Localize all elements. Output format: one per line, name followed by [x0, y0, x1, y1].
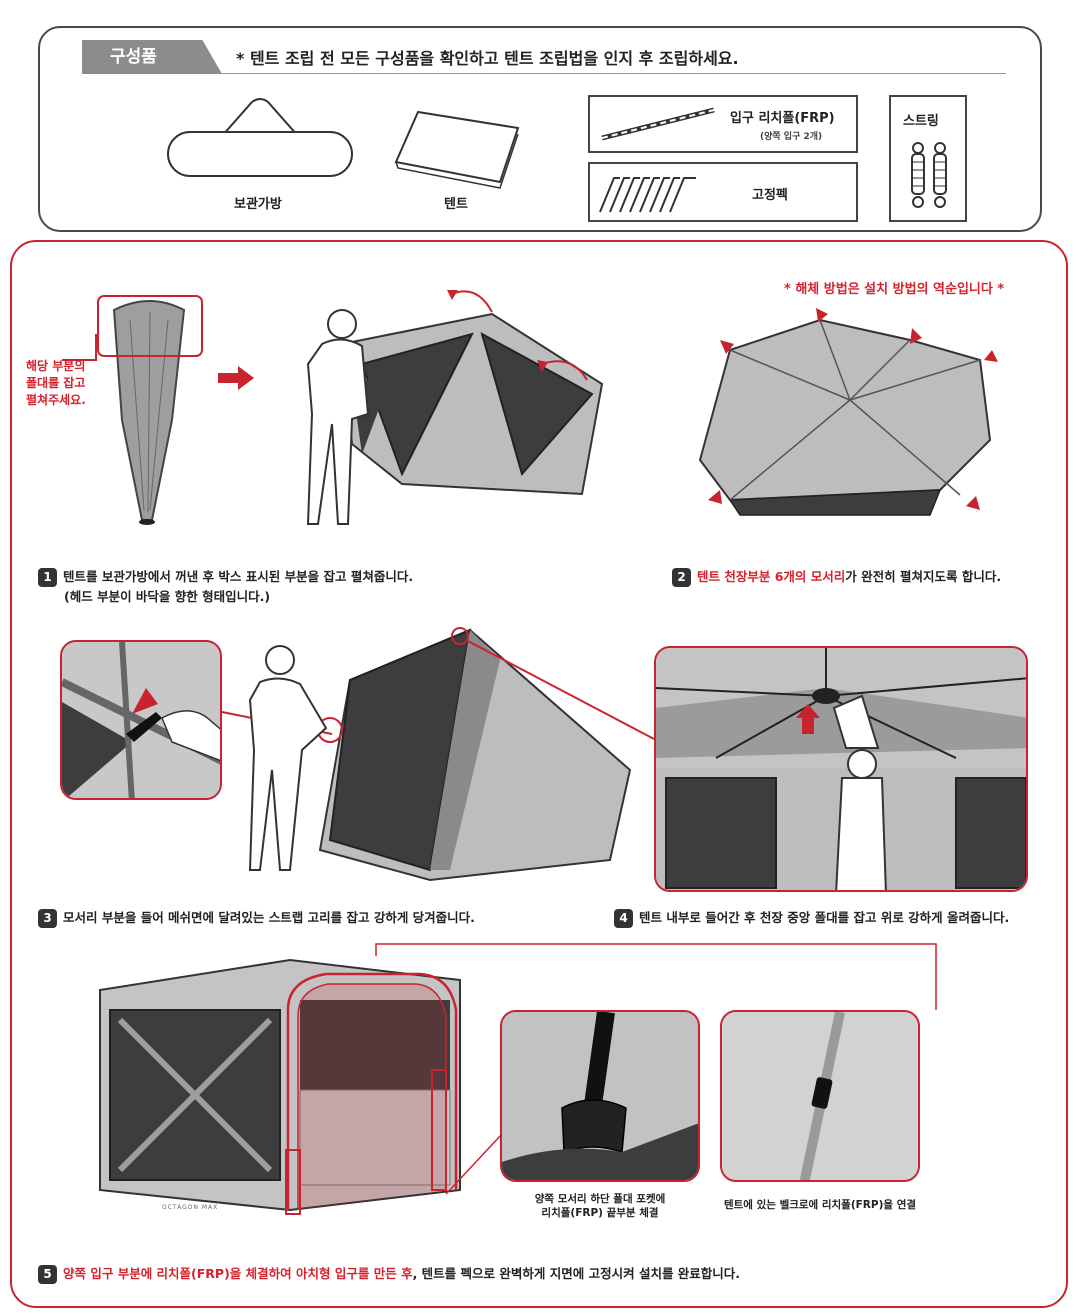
next-arrow	[218, 366, 254, 390]
step2-highlight: 텐트 천장부분 6개의 모서리	[697, 569, 846, 584]
step5-tent-illustration	[99, 958, 461, 1215]
step2-number: 2	[672, 568, 691, 587]
frp-sub-label: (양쪽 입구 2개)	[760, 132, 823, 142]
step4-ceiling-detail	[654, 646, 1028, 892]
storage-bag-illustration	[167, 98, 353, 177]
frp-label: 입구 리치폴(FRP)	[730, 111, 835, 126]
tent-label: 텐트	[444, 197, 468, 212]
velcro-detail-illustration	[722, 1012, 918, 1180]
step1-instruction: 텐트를 보관가방에서 꺼낸 후 박스 표시된 부분을 잡고 펼쳐줍니다.	[63, 569, 414, 584]
steps-panel	[10, 240, 1068, 1308]
step5-connectors	[375, 943, 937, 1195]
step4-instruction: 텐트 내부로 들어간 후 천장 중앙 폴대를 잡고 위로 강하게 올려줍니다.	[639, 910, 1010, 925]
pocket-detail	[500, 1010, 700, 1182]
velcro-caption: 텐트에 있는 벨크로에 리치폴(FRP)을 연결	[723, 1199, 917, 1211]
frp-pole-icon	[601, 107, 715, 141]
velcro-detail	[720, 1010, 920, 1182]
spring-box	[889, 95, 967, 222]
step3-tent-illustration	[248, 627, 632, 882]
components-panel	[38, 26, 1042, 232]
step5-instruction: , 텐트를 펙으로 완벽하게 지면에 고정시켜 설치를 완료합니다.	[412, 1266, 741, 1281]
pocket-caption-line: 양쪽 모서리 하단 폴대 포켓에	[534, 1193, 666, 1205]
strap-detail-illustration	[62, 642, 220, 798]
step4-connector	[465, 639, 657, 741]
pocket-caption-line: 리치폴(FRP) 끝부분 체결	[541, 1207, 659, 1219]
step1-unfold-illustration	[306, 290, 604, 525]
spring-label: 스트링	[903, 114, 939, 129]
step4-number: 4	[614, 909, 633, 928]
dismantle-note: * 해체 방법은 설치 방법의 역순입니다 *	[784, 282, 1005, 297]
folded-tent-illustration	[394, 110, 520, 189]
ceiling-pole-illustration	[656, 648, 1026, 890]
bag-label: 보관가방	[234, 197, 282, 212]
step2-text: 2 텐트 천장부분 6개의 모서리가 완전히 펼쳐지도록 합니다.	[672, 566, 1001, 587]
step2-instruction: 가 완전히 펼쳐지도록 합니다.	[845, 569, 1002, 584]
components-note: * 텐트 조립 전 모든 구성품을 확인하고 텐트 조립법을 인지 후 조립하세…	[236, 49, 739, 68]
peg-box	[588, 162, 858, 222]
spring-icon	[911, 142, 947, 208]
hold-note: 해당 부분의 폴대를 잡고 펼쳐주세요.	[26, 358, 86, 409]
peg-label: 고정펙	[752, 188, 788, 203]
step3-strap-detail	[60, 640, 222, 800]
step3-instruction: 모서리 부분을 들어 메쉬면에 달려있는 스트랩 고리를 잡고 강하게 당겨줍니…	[63, 910, 475, 925]
peg-icon	[599, 177, 696, 213]
hold-note-line: 폴대를 잡고	[26, 376, 86, 390]
step1-text: 1 텐트를 보관가방에서 꺼낸 후 박스 표시된 부분을 잡고 펼쳐줍니다.	[38, 566, 413, 587]
step1-subtext: (헤드 부분이 바닥을 향한 형태입니다.)	[64, 589, 271, 604]
step4-text: 4 텐트 내부로 들어간 후 천장 중앙 폴대를 잡고 위로 강하게 올려줍니다.	[614, 907, 1009, 928]
tent-bundle-illustration	[62, 295, 203, 525]
pocket-caption: 양쪽 모서리 하단 폴대 포켓에 리치폴(FRP) 끝부분 체결	[500, 1192, 700, 1220]
brand-mark: OCTAGON MAX	[162, 1204, 219, 1211]
hold-note-line: 해당 부분의	[26, 359, 86, 373]
step2-ceiling-illustration	[698, 308, 998, 516]
hold-note-line: 펼쳐주세요.	[26, 393, 86, 407]
components-tag: 구성품	[82, 40, 222, 74]
step1-number: 1	[38, 568, 57, 587]
step5-highlight: 양쪽 입구 부분에 리치폴(FRP)을 체결하여 아치형 입구를 만든 후	[63, 1266, 413, 1281]
step3-text: 3 모서리 부분을 들어 메쉬면에 달려있는 스트랩 고리를 잡고 강하게 당겨줍…	[38, 907, 475, 928]
divider	[222, 73, 1006, 74]
step3-number: 3	[38, 909, 57, 928]
pocket-detail-illustration	[502, 1012, 698, 1180]
step5-number: 5	[38, 1265, 57, 1284]
frp-box	[588, 95, 858, 153]
step5-text: 5 양쪽 입구 부분에 리치폴(FRP)을 체결하여 아치형 입구를 만든 후, …	[38, 1263, 740, 1284]
